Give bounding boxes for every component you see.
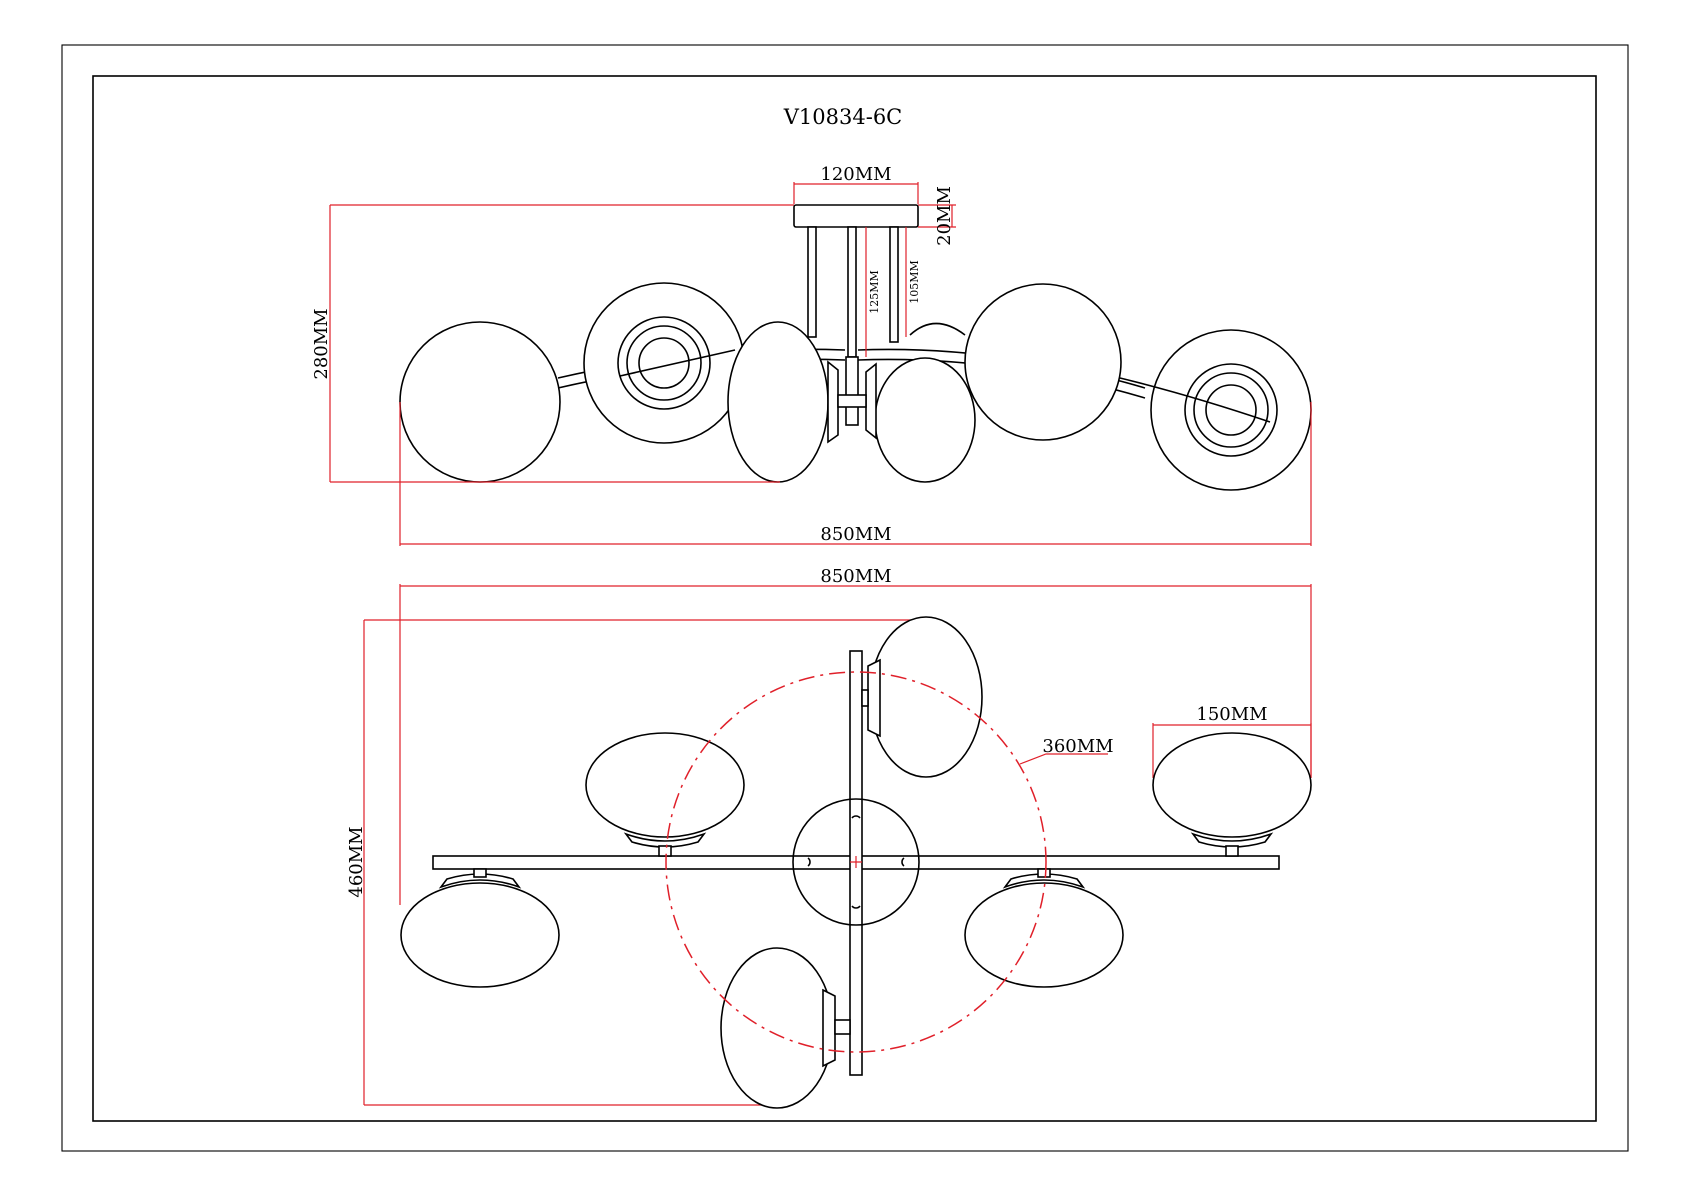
arm-back-right bbox=[1119, 377, 1271, 423]
rod-right bbox=[889, 226, 899, 343]
holder-top-center bbox=[867, 658, 881, 738]
hub-bracket bbox=[837, 394, 867, 408]
ring-back-left-inner bbox=[638, 337, 690, 389]
label-top-width: 850MM bbox=[820, 566, 891, 587]
rod-left bbox=[807, 226, 817, 338]
globe-front-right bbox=[964, 283, 1122, 441]
label-circle-diameter: 360MM bbox=[1042, 736, 1113, 757]
shade-upper-left bbox=[585, 732, 745, 838]
dim-side-width bbox=[399, 402, 1312, 546]
inner-frame bbox=[92, 75, 1597, 1122]
arm-back-left bbox=[619, 349, 736, 377]
shade-side-left bbox=[727, 321, 829, 483]
holder-lower-right bbox=[1002, 873, 1086, 889]
label-side-width: 850MM bbox=[820, 524, 891, 545]
canopy-plate bbox=[793, 204, 919, 228]
globe-back-center bbox=[909, 322, 966, 336]
holder-upper-left bbox=[623, 832, 707, 848]
dim-canopy-width bbox=[793, 182, 919, 204]
label-depth: 460MM bbox=[346, 826, 367, 897]
dim-depth bbox=[363, 619, 925, 1106]
label-total-height: 280MM bbox=[311, 308, 332, 379]
canopy-screws bbox=[807, 815, 905, 909]
stem-upper-right bbox=[1225, 845, 1239, 857]
stem-bottom-center bbox=[834, 1019, 851, 1035]
holder-bottom-center bbox=[822, 988, 836, 1068]
top-view: 850MM 460MM 150MM bbox=[346, 566, 1312, 1109]
outer-frame bbox=[61, 44, 1629, 1152]
stem-lower-left bbox=[473, 868, 487, 878]
canopy-disc bbox=[792, 798, 920, 926]
label-canopy-width: 120MM bbox=[820, 164, 891, 185]
label-rod-short: 105MM bbox=[908, 260, 921, 304]
shade-lower-right bbox=[964, 882, 1124, 988]
dim-shade-width bbox=[1152, 723, 1312, 778]
dim-canopy-height bbox=[918, 204, 956, 228]
label-shade-width: 150MM bbox=[1196, 704, 1267, 725]
shade-lower-left bbox=[400, 882, 560, 988]
shade-upper-right bbox=[1152, 732, 1312, 838]
holder-lower-left bbox=[438, 873, 522, 889]
holder-upper-right bbox=[1190, 832, 1274, 848]
model-title: V10834-6C bbox=[783, 105, 903, 129]
globe-front-left bbox=[399, 321, 561, 483]
label-canopy-height: 20MM bbox=[934, 186, 955, 246]
shade-bottom-center bbox=[720, 947, 834, 1109]
stem-top-center bbox=[861, 689, 869, 707]
dim-circle-leader bbox=[1019, 753, 1108, 765]
side-view: 120MM 20MM 125MM 105MM 280MM 850MM bbox=[311, 164, 1312, 546]
shade-side-right bbox=[874, 357, 976, 483]
dim-total-height bbox=[329, 204, 794, 483]
stem-upper-left bbox=[658, 845, 672, 857]
shade-side-right-holder bbox=[865, 362, 877, 440]
shade-top-center bbox=[869, 616, 983, 778]
shade-side-left-holder bbox=[827, 360, 839, 444]
center-mark bbox=[850, 856, 862, 868]
ring-back-right-mid bbox=[1193, 372, 1269, 448]
label-rod-long: 125MM bbox=[868, 270, 881, 314]
globe-back-left bbox=[583, 282, 745, 444]
stem-lower-right bbox=[1037, 868, 1051, 878]
ring-back-right-outer bbox=[1184, 363, 1278, 457]
dim-circle-diameter bbox=[665, 671, 1047, 1053]
ring-back-left-mid bbox=[626, 325, 702, 401]
ring-back-left-outer bbox=[617, 316, 711, 410]
ring-back-right-inner bbox=[1205, 384, 1257, 436]
center-hub bbox=[845, 356, 859, 426]
rod-center bbox=[847, 226, 857, 358]
